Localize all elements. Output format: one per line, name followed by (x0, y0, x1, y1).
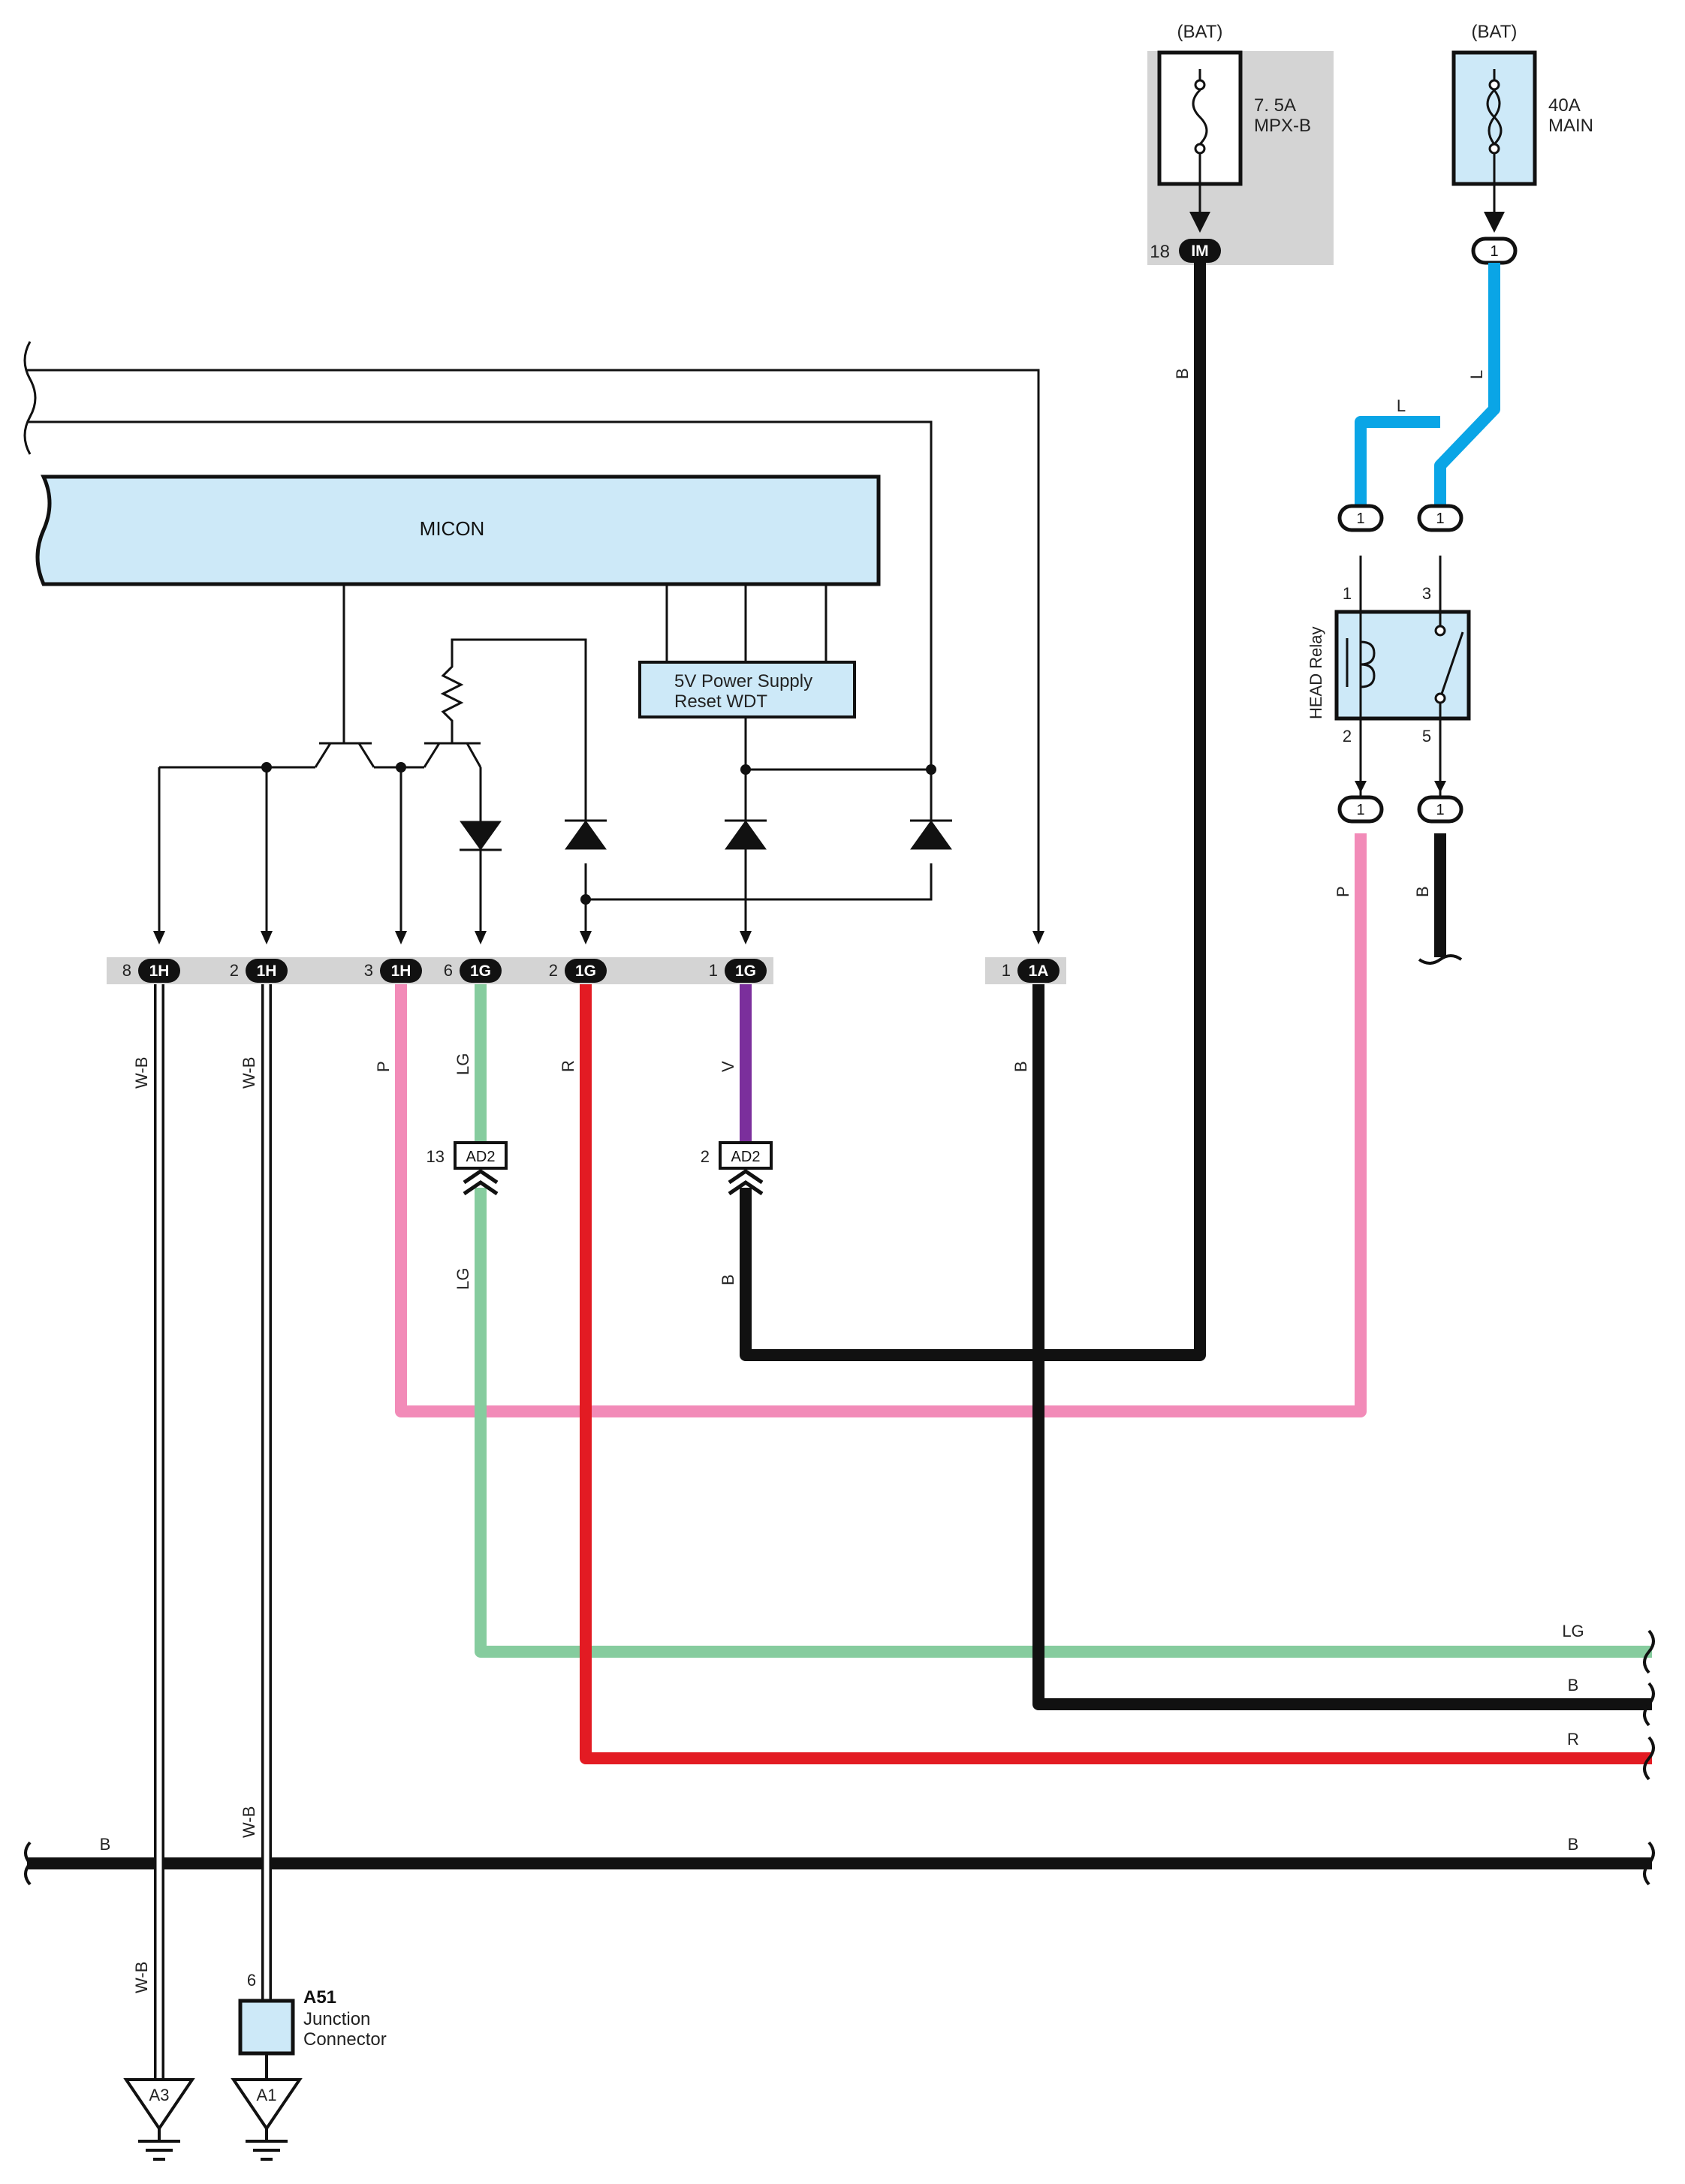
svg-text:R: R (1567, 1730, 1579, 1749)
svg-text:1: 1 (1002, 961, 1011, 980)
ground-a1: A1 (231, 2078, 303, 2161)
relay-conn-5: 1 (1436, 802, 1444, 818)
svg-text:13: 13 (427, 1147, 445, 1166)
relay-pin1: 1 (1343, 584, 1352, 603)
fuse-mpx-rating: 7. 5A (1254, 95, 1296, 116)
relay-conn-1: 1 (1356, 511, 1364, 527)
conn-1h-3: 3 1H (364, 931, 422, 983)
fuse-mpx-connector: IM (1191, 242, 1208, 260)
svg-text:W-B: W-B (132, 1962, 151, 1993)
bat-label-1: (BAT) (1177, 22, 1223, 42)
svg-text:W-B: W-B (240, 1057, 258, 1089)
svg-text:L: L (1467, 370, 1486, 379)
svg-text:B: B (100, 1835, 111, 1854)
svg-text:1H: 1H (391, 962, 411, 980)
svg-text:1G: 1G (735, 962, 756, 980)
conn-1a-1: 1 1A (1002, 931, 1060, 983)
relay-name: HEAD Relay (1307, 627, 1325, 719)
svg-text:AD2: AD2 (731, 1149, 761, 1165)
wire-ends (24, 954, 1655, 1886)
conn-1h-8: 8 1H (122, 931, 180, 983)
svg-text:A3: A3 (149, 2086, 170, 2104)
power-supply-box: 5V Power Supply Reset WDT (638, 661, 856, 718)
micon-junction-dots (261, 762, 936, 905)
svg-text:P: P (374, 1061, 393, 1072)
svg-text:6: 6 (444, 961, 453, 980)
svg-text:L: L (1397, 396, 1406, 415)
wb-wires (154, 984, 272, 2095)
svg-text:1G: 1G (575, 962, 596, 980)
ad2-connector-right: 2 AD2 (701, 1141, 773, 1196)
svg-text:A1: A1 (257, 2086, 277, 2104)
svg-text:Connector: Connector (303, 2029, 387, 2050)
svg-text:3: 3 (364, 961, 373, 980)
svg-text:B: B (1173, 368, 1192, 379)
power-supply-line1: 5V Power Supply (674, 671, 812, 691)
svg-text:B: B (1011, 1061, 1030, 1072)
connector-row: 8 1H 2 1H 3 1H 6 1G 2 1G (122, 931, 1060, 983)
svg-text:P: P (1334, 886, 1352, 897)
svg-text:1: 1 (709, 961, 718, 980)
conn-1g-2: 2 1G (549, 931, 607, 983)
bat-label-2: (BAT) (1472, 22, 1518, 42)
micon-internal-circuit (158, 584, 933, 931)
svg-text:1H: 1H (149, 962, 170, 980)
diodes (460, 819, 952, 851)
svg-text:1H: 1H (257, 962, 277, 980)
svg-text:V: V (719, 1061, 737, 1072)
svg-text:W-B: W-B (240, 1806, 258, 1838)
svg-text:A51: A51 (303, 1987, 336, 2008)
fuse-mpx-b: (BAT) 7. 5A MPX-B 18 IM (1150, 22, 1311, 263)
conn-1g-6: 6 1G (444, 931, 502, 983)
fuse-main-rating: 40A (1548, 95, 1581, 116)
svg-text:1G: 1G (470, 962, 491, 980)
ad2-connector-left: 13 AD2 (427, 1141, 508, 1196)
relay-pin5: 5 (1422, 727, 1431, 746)
svg-text:6: 6 (247, 1971, 256, 1990)
svg-text:B: B (1413, 886, 1432, 897)
junction-connector-a51: 6 A51 Junction Connector (238, 1971, 387, 2056)
fuse-main: (BAT) 40A MAIN 1 (1451, 22, 1593, 265)
fuse-main-connector: 1 (1490, 243, 1498, 260)
svg-text:Junction: Junction (303, 2009, 370, 2029)
relay-pin3: 3 (1422, 584, 1431, 603)
svg-text:W-B: W-B (132, 1057, 151, 1089)
relay-conn-2: 1 (1356, 802, 1364, 818)
connector-band-left (107, 957, 773, 984)
svg-text:B: B (719, 1274, 737, 1285)
micon-label: MICON (420, 517, 485, 540)
relay-pin2: 2 (1343, 727, 1352, 746)
fuse-mpx-name: MPX-B (1254, 116, 1311, 136)
fuse-mpx-pin: 18 (1150, 242, 1170, 262)
wires (27, 263, 1652, 1869)
head-relay: HEAD Relay 1 2 3 5 1 1 1 1 (1307, 504, 1471, 824)
svg-text:LG: LG (1562, 1622, 1584, 1640)
relay-conn-3: 1 (1436, 511, 1444, 527)
svg-text:8: 8 (122, 961, 131, 980)
svg-text:R: R (559, 1060, 577, 1072)
wire-labels: W-B W-B P LG R V B LG B B L L P B LG B R… (100, 368, 1584, 1993)
power-supply-line2: Reset WDT (674, 691, 767, 712)
fuse-main-name: MAIN (1548, 116, 1593, 136)
svg-text:2: 2 (701, 1147, 710, 1166)
svg-text:1A: 1A (1029, 962, 1049, 980)
svg-text:2: 2 (230, 961, 239, 980)
conn-1g-1: 1 1G (709, 931, 767, 983)
conn-1h-2: 2 1H (230, 931, 288, 983)
ground-a3: A3 (123, 2078, 195, 2161)
svg-text:LG: LG (454, 1053, 472, 1075)
svg-text:LG: LG (454, 1268, 472, 1290)
svg-text:2: 2 (549, 961, 558, 980)
top-signal-lines (23, 341, 1040, 931)
svg-text:B: B (1568, 1676, 1579, 1694)
svg-text:AD2: AD2 (466, 1149, 496, 1165)
micon-block: MICON (35, 474, 881, 586)
svg-text:B: B (1568, 1835, 1579, 1854)
